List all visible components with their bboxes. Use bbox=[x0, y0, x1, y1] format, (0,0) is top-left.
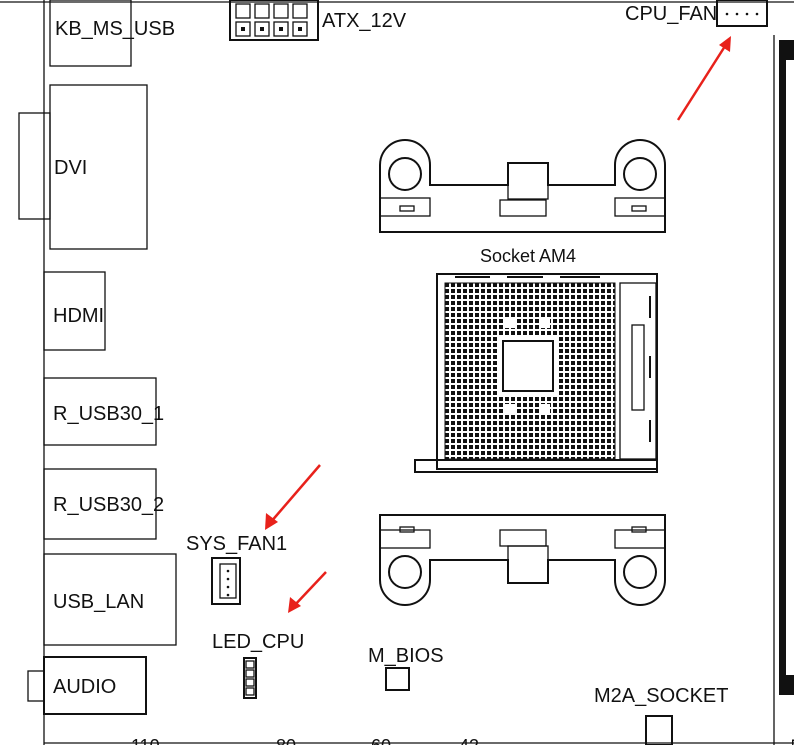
arrow-icon bbox=[676, 36, 731, 121]
m2a-socket: M2A_SOCKET bbox=[594, 685, 728, 745]
svg-text:D: D bbox=[788, 738, 794, 745]
annotation-arrows bbox=[265, 36, 731, 613]
tick-label: 60 bbox=[371, 736, 391, 745]
socket-am4-label: Socket AM4 bbox=[480, 246, 576, 266]
hdmi-port: HDMI bbox=[43, 271, 106, 351]
kb-ms-usb-port: KB_MS_USB bbox=[49, 0, 175, 67]
usb-lan-label: USB_LAN bbox=[53, 591, 144, 613]
r-usb30-1-port: R_USB30_1 bbox=[43, 377, 164, 446]
arrow-icon bbox=[265, 464, 321, 530]
tick-label: 110 bbox=[131, 736, 160, 745]
audio-port: AUDIO bbox=[27, 656, 147, 715]
upper-retention-bracket bbox=[379, 139, 666, 233]
dvi-port: DVI bbox=[18, 84, 148, 250]
atx-12v-label: ATX_12V bbox=[322, 10, 407, 32]
arrow-icon bbox=[288, 571, 327, 613]
cpu-fan-label: CPU_FAN bbox=[625, 3, 717, 25]
audio-label: AUDIO bbox=[53, 676, 116, 698]
hdmi-label: HDMI bbox=[53, 305, 104, 327]
sys-fan1-header: SYS_FAN1 bbox=[186, 533, 287, 605]
usb-lan-port: USB_LAN bbox=[43, 553, 177, 646]
socket-am4 bbox=[414, 273, 658, 473]
tick-label: 42 bbox=[459, 736, 479, 745]
r-usb30-2-port: R_USB30_2 bbox=[43, 468, 164, 540]
kb-ms-usb-label: KB_MS_USB bbox=[55, 18, 175, 40]
sys-fan1-label: SYS_FAN1 bbox=[186, 533, 287, 555]
cpu-fan-header: CPU_FAN bbox=[625, 0, 768, 27]
led-cpu-header: LED_CPU bbox=[212, 631, 304, 699]
bottom-ticks: 110 80 60 42 bbox=[44, 736, 794, 745]
dimm-slot-edge: D bbox=[773, 35, 794, 745]
m-bios-chip: M_BIOS bbox=[368, 645, 444, 691]
lower-retention-bracket bbox=[379, 514, 666, 606]
tick-label: 80 bbox=[276, 736, 296, 745]
atx-12v-connector: ATX_12V bbox=[229, 0, 407, 41]
r-usb30-1-label: R_USB30_1 bbox=[53, 403, 164, 425]
r-usb30-2-label: R_USB30_2 bbox=[53, 494, 164, 516]
m2a-socket-label: M2A_SOCKET bbox=[594, 685, 728, 707]
led-cpu-label: LED_CPU bbox=[212, 631, 304, 653]
dvi-label: DVI bbox=[54, 157, 87, 179]
m-bios-label: M_BIOS bbox=[368, 645, 444, 667]
